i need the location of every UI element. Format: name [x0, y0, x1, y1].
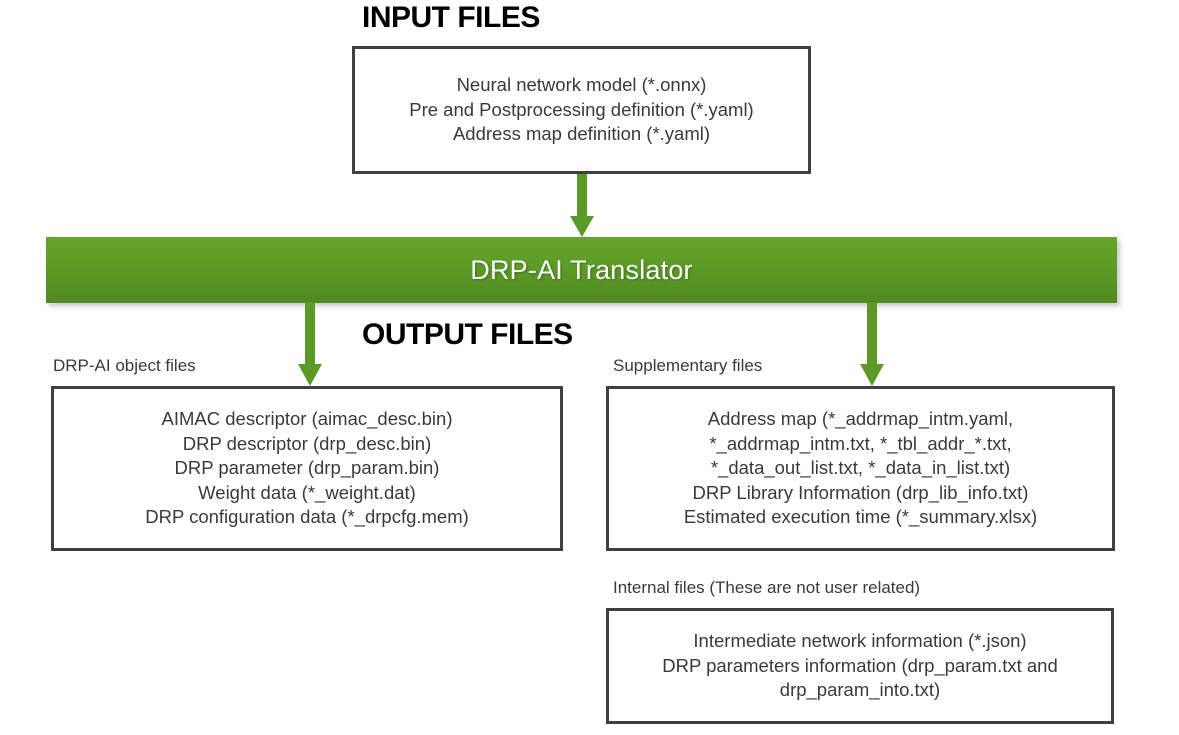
output-file-line: DRP parameter (drp_param.bin) — [174, 457, 440, 479]
supplementary-files-box: Address map (*_addrmap_intm.yaml, *_addr… — [606, 386, 1115, 551]
input-file-line: Pre and Postprocessing definition (*.yam… — [409, 98, 754, 120]
output-file-line: DRP parameters information (drp_param.tx… — [662, 654, 1058, 676]
output-file-line: Intermediate network information (*.json… — [693, 630, 1027, 652]
drp-ai-translator-label: DRP-AI Translator — [470, 254, 693, 285]
input-files-box: Neural network model (*.onnx) Pre and Po… — [352, 46, 811, 174]
supplementary-files-caption: Supplementary files — [613, 356, 763, 375]
input-file-line: Neural network model (*.onnx) — [456, 74, 707, 96]
output-file-line: *_data_out_list.txt, *_data_in_list.txt) — [710, 457, 1011, 479]
drpai-object-files-box: AIMAC descriptor (aimac_desc.bin) DRP de… — [51, 386, 563, 551]
internal-files-box: Intermediate network information (*.json… — [606, 608, 1114, 724]
input-file-line: Address map definition (*.yaml) — [452, 123, 711, 145]
output-file-line: Estimated execution time (*_summary.xlsx… — [683, 506, 1038, 528]
input-files-heading: INPUT FILES — [362, 1, 540, 34]
internal-files-caption: Internal files (These are not user relat… — [613, 578, 921, 597]
drpai-object-files-caption: DRP-AI object files — [53, 356, 196, 375]
output-file-line: DRP Library Information (drp_lib_info.tx… — [692, 481, 1029, 503]
output-file-line: AIMAC descriptor (aimac_desc.bin) — [161, 408, 453, 430]
output-files-heading: OUTPUT FILES — [362, 318, 573, 351]
arrow-down-icon — [859, 302, 885, 387]
output-file-line: DRP configuration data (*_drpcfg.mem) — [145, 506, 469, 528]
output-file-line: Address map (*_addrmap_intm.yaml, — [707, 408, 1014, 430]
output-file-line: Weight data (*_weight.dat) — [198, 481, 416, 503]
output-file-line: drp_param_into.txt) — [779, 679, 941, 701]
output-file-line: *_addrmap_intm.txt, *_tbl_addr_*.txt, — [709, 432, 1012, 454]
arrow-down-icon — [569, 174, 595, 238]
drp-ai-translator-bar: DRP-AI Translator — [46, 237, 1117, 303]
arrow-down-icon — [297, 302, 323, 387]
output-file-line: DRP descriptor (drp_desc.bin) — [182, 432, 432, 454]
